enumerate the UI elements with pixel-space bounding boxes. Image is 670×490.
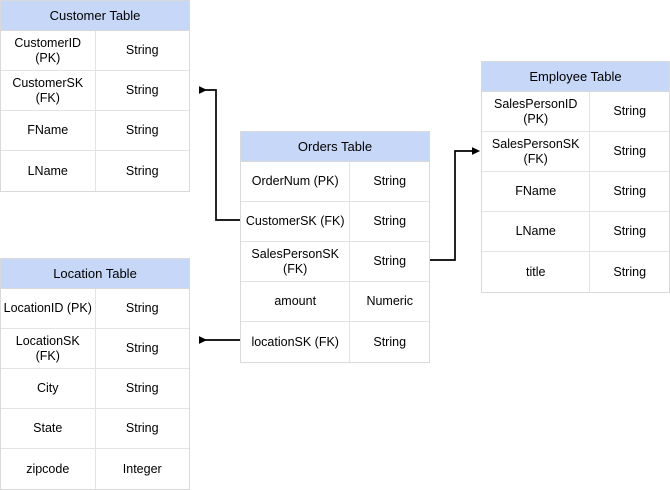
column-name: CustomerID (PK) (1, 31, 96, 70)
column-name: State (1, 409, 96, 448)
table-row[interactable]: SalesPersonSK (FK) String (482, 132, 669, 172)
table-row[interactable]: SalesPersonID (PK) String (482, 92, 669, 132)
connector-orders-to-customer (199, 86, 240, 221)
entity-table-customer[interactable]: Customer Table CustomerID (PK) String Cu… (0, 0, 190, 192)
table-row[interactable]: locationSK (FK) String (241, 322, 429, 362)
column-type: String (125, 341, 159, 356)
table-row[interactable]: State String (1, 409, 189, 449)
column-type: String (125, 381, 159, 396)
column-type: String (373, 334, 407, 349)
table-row[interactable]: zipcode Integer (1, 449, 189, 489)
column-type: String (613, 144, 647, 159)
column-type: String (125, 123, 159, 138)
column-type: String (125, 43, 159, 58)
column-type: String (373, 254, 407, 269)
column-name: title (482, 252, 591, 292)
column-name: City (1, 369, 96, 408)
column-type: String (613, 104, 647, 119)
table-row[interactable]: OrderNum (PK) String (241, 162, 429, 202)
column-name: LName (482, 212, 591, 251)
table-row[interactable]: CustomerID (PK) String (1, 31, 189, 71)
column-name: CustomerSK (FK) (241, 202, 351, 241)
table-row[interactable]: LName String (1, 151, 189, 191)
column-name: amount (241, 282, 351, 321)
table-row[interactable]: FName String (1, 111, 189, 151)
column-name: OrderNum (PK) (241, 162, 351, 201)
table-title-orders: Orders Table (241, 132, 429, 162)
connector-orders-to-employee (430, 147, 481, 261)
table-row[interactable]: SalesPersonSK (FK) String (241, 242, 429, 282)
column-type: String (125, 163, 159, 178)
column-name: zipcode (1, 449, 96, 489)
column-type: String (613, 224, 647, 239)
column-name: FName (1, 111, 96, 150)
column-type: String (125, 83, 159, 98)
column-name: SalesPersonSK (FK) (482, 132, 591, 171)
column-name: SalesPersonSK (FK) (241, 242, 351, 281)
column-name: SalesPersonID (PK) (482, 92, 591, 131)
entity-table-location[interactable]: Location Table LocationID (PK) String Lo… (0, 258, 190, 490)
table-row[interactable]: amount Numeric (241, 282, 429, 322)
column-type: Integer (122, 461, 162, 476)
column-name: FName (482, 172, 591, 211)
table-row[interactable]: City String (1, 369, 189, 409)
column-name: CustomerSK (FK) (1, 71, 96, 110)
column-type: String (613, 264, 647, 279)
table-row[interactable]: title String (482, 252, 669, 292)
entity-table-employee[interactable]: Employee Table SalesPersonID (PK) String… (481, 61, 670, 293)
table-row[interactable]: LocationID (PK) String (1, 289, 189, 329)
column-type: String (613, 184, 647, 199)
column-type: String (373, 174, 407, 189)
table-row[interactable]: CustomerSK (FK) String (241, 202, 429, 242)
column-name: locationSK (FK) (241, 322, 351, 362)
column-type: String (125, 301, 159, 316)
table-row[interactable]: LName String (482, 212, 669, 252)
column-name: LocationID (PK) (1, 289, 96, 328)
table-row[interactable]: FName String (482, 172, 669, 212)
table-title-customer: Customer Table (1, 1, 189, 31)
column-type: Numeric (366, 294, 413, 309)
column-name: LName (1, 151, 96, 191)
table-row[interactable]: LocationSK (FK) String (1, 329, 189, 369)
table-row[interactable]: CustomerSK (FK) String (1, 71, 189, 111)
entity-table-orders[interactable]: Orders Table OrderNum (PK) String Custom… (240, 131, 430, 363)
table-title-employee: Employee Table (482, 62, 669, 92)
column-name: LocationSK (FK) (1, 329, 96, 368)
column-type: String (373, 214, 407, 229)
column-type: String (125, 421, 159, 436)
table-title-location: Location Table (1, 259, 189, 289)
